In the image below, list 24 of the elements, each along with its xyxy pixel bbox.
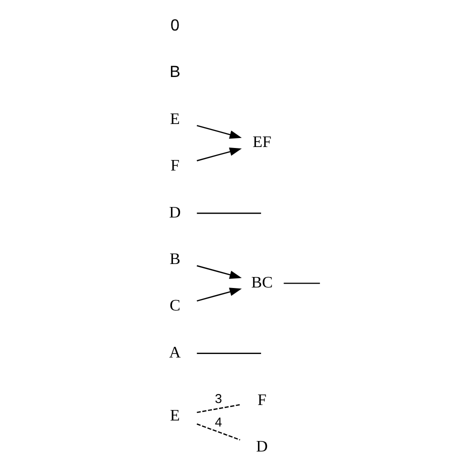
edge-label: 3 [214, 391, 222, 406]
node-text: BC [251, 274, 273, 292]
node-text: E [170, 110, 180, 128]
connector [196, 352, 262, 354]
arrow [196, 288, 242, 302]
label: B [170, 63, 180, 82]
node-text: F [170, 158, 180, 175]
label: 0 [170, 16, 180, 34]
connector [196, 404, 240, 414]
edge-label: 4 [214, 414, 222, 430]
connector [196, 212, 262, 214]
node-text: E [170, 407, 180, 424]
node-text: F [257, 392, 266, 409]
node-text: C [170, 298, 180, 315]
connector [284, 282, 320, 284]
connector [196, 423, 240, 440]
node-text: B [170, 250, 180, 268]
node-text: A [169, 344, 181, 362]
node-text: EF [252, 134, 272, 152]
arrow [196, 148, 242, 162]
arrow [196, 265, 242, 279]
node-text: D [169, 204, 181, 222]
arrow [196, 124, 242, 139]
node-text: D [256, 438, 268, 456]
